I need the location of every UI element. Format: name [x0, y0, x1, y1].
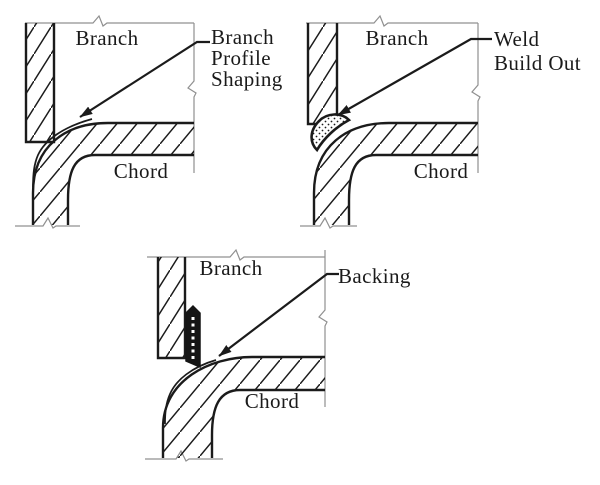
- backing-dot: [191, 317, 195, 320]
- leader-line: [218, 272, 339, 357]
- branch-wall-edge: [156, 257, 187, 360]
- backing-dot: [191, 343, 195, 346]
- annotation-line-1: Weld: [494, 27, 539, 51]
- chord-inner-edge: [210, 388, 325, 458]
- chord-section-hatch: [314, 123, 478, 225]
- break-line-right: [318, 250, 328, 407]
- chord-label: Chord: [245, 389, 300, 413]
- backing-bar-dots: [191, 317, 195, 359]
- annotation-label: Backing: [338, 264, 411, 288]
- annotation-label: Branch Profile Shaping: [211, 25, 283, 91]
- chord-outer-edge: [161, 355, 325, 458]
- chord-label: Chord: [414, 159, 469, 183]
- diagram-backing: Branch Chord Backing: [145, 248, 411, 462]
- branch-label: Branch: [75, 26, 138, 50]
- annotation-label: Weld Build Out: [494, 27, 581, 75]
- branch-wall-edge: [24, 23, 56, 144]
- annotation-line-1: Backing: [338, 264, 411, 288]
- backing-dot: [191, 349, 195, 353]
- profile-shaping-curve: [32, 118, 93, 188]
- weld-build-out-blob: [310, 113, 352, 153]
- annotation-line-2: Build Out: [494, 51, 581, 75]
- break-line-top: [306, 14, 478, 27]
- break-line-top: [25, 14, 194, 27]
- diagram-weld-build-out: Branch Chord Weld Build Out: [300, 14, 581, 229]
- branch-wall-hatch: [26, 23, 54, 142]
- branch-wall-hatch: [308, 23, 337, 124]
- chord-inner-edge: [347, 153, 478, 225]
- backing-dot: [191, 356, 195, 359]
- branch-label: Branch: [365, 26, 428, 50]
- chord-section-hatch: [33, 123, 194, 225]
- chord-label: Chord: [114, 159, 169, 183]
- leader-line: [337, 37, 492, 116]
- backing-dot: [191, 323, 195, 327]
- annotation-line-1: Branch: [211, 25, 274, 49]
- chord-section-hatch: [163, 357, 325, 458]
- break-line-top: [147, 248, 325, 261]
- backing-dot: [191, 330, 195, 333]
- branch-label: Branch: [199, 256, 262, 280]
- chord-outer-edge: [312, 121, 478, 225]
- break-line-right: [471, 23, 481, 173]
- break-line-right: [187, 23, 197, 173]
- backing-dot: [191, 336, 195, 340]
- leader-line: [79, 40, 210, 118]
- weld-fusion-curve: [164, 359, 217, 425]
- annotation-line-3: Shaping: [211, 67, 283, 91]
- chord-inner-edge: [66, 153, 194, 225]
- annotation-line-2: Profile: [211, 46, 271, 70]
- branch-wall-hatch: [158, 257, 185, 358]
- diagram-branch-profile-shaping: Branch Chord Branch Profile Shaping: [15, 14, 283, 229]
